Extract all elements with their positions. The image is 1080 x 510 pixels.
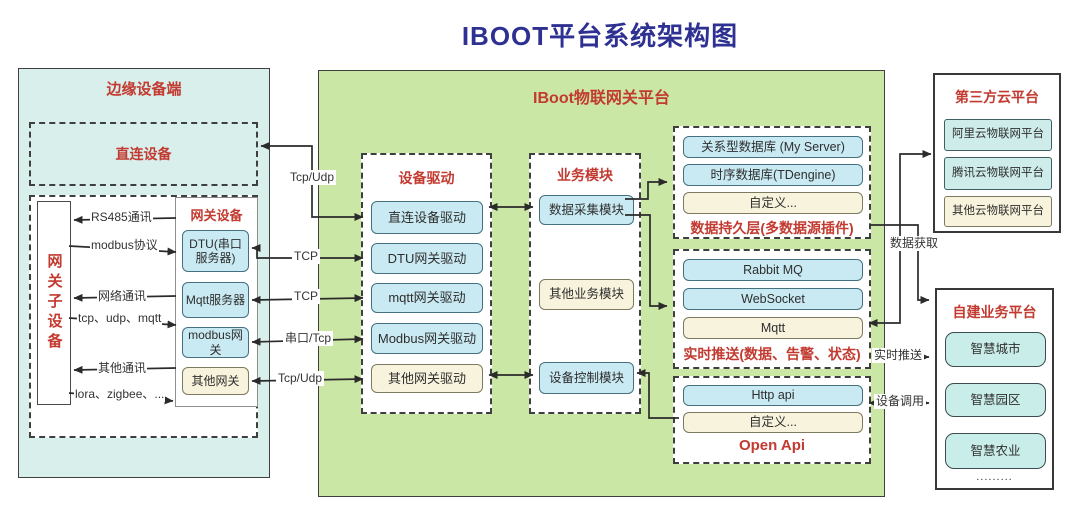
push-node-websocket: WebSocket: [683, 288, 863, 310]
third-party-cloud-panel: 第三方云平台 阿里云物联网平台 腾讯云物联网平台 其他云物联网平台: [933, 73, 1061, 233]
module-node-other-business: 其他业务模块: [539, 279, 634, 310]
openapi-group: Http api 自定义... Open Api: [673, 376, 871, 464]
link-label-other-comm: 其他通讯: [97, 361, 148, 376]
driver-node-direct: 直连设备驱动: [371, 201, 483, 234]
persistence-caption: 数据持久层(多数据源插件): [690, 220, 854, 236]
platform-title: IBoot物联网关平台: [533, 90, 670, 107]
device-driver-group: 设备驱动 直连设备驱动 DTU网关驱动 mqtt网关驱动 Modbus网关驱动 …: [361, 153, 492, 414]
driver-node-mqtt: mqtt网关驱动: [371, 283, 483, 313]
push-node-rabbitmq: Rabbit MQ: [683, 259, 863, 281]
link-label-network-comm: 网络通讯: [97, 289, 148, 304]
openapi-caption: Open Api: [738, 437, 806, 454]
third-party-title: 第三方云平台: [955, 89, 1039, 105]
driver-node-other: 其他网关驱动: [371, 364, 483, 393]
gateway-node-modbus: modbus网关: [182, 327, 249, 358]
cloud-node-tencent: 腾讯云物联网平台: [944, 157, 1052, 190]
module-node-data-collect: 数据采集模块: [539, 195, 634, 225]
business-node-smart-park: 智慧园区: [945, 383, 1046, 417]
cloud-node-other: 其他云物联网平台: [944, 196, 1052, 227]
link-label-modbus-protocol: modbus协议: [90, 238, 159, 253]
conn-label-realtime-push: 实时推送: [872, 348, 925, 363]
edge-device-panel: 边缘设备端 直连设备 网关子设备 网关设备 DTU(串口服务器) Mqtt服务器…: [18, 68, 270, 478]
gateway-device-group: 网关设备 DTU(串口服务器) Mqtt服务器 modbus网关 其他网关: [175, 197, 258, 407]
link-label-lora-zigbee: lora、zigbee、...: [74, 387, 166, 402]
driver-node-dtu: DTU网关驱动: [371, 243, 483, 274]
persist-node-timeseries-db: 时序数据库(TDengine): [683, 164, 863, 186]
gateway-node-mqtt: Mqtt服务器: [182, 282, 249, 318]
iboot-platform-panel: IBoot物联网关平台 设备驱动 直连设备驱动 DTU网关驱动 mqtt网关驱动…: [318, 70, 885, 497]
persist-node-relational-db: 关系型数据库 (My Server): [683, 136, 863, 158]
persist-node-custom: 自定义...: [683, 192, 863, 214]
module-node-device-control: 设备控制模块: [539, 362, 634, 394]
business-node-smart-city: 智慧城市: [945, 332, 1046, 367]
self-built-title: 自建业务平台: [952, 304, 1037, 320]
openapi-node-custom: 自定义...: [683, 412, 863, 433]
gateway-sub-device-box: 网关子设备: [37, 201, 71, 405]
push-node-mqtt: Mqtt: [683, 317, 863, 339]
cloud-node-aliyun: 阿里云物联网平台: [944, 119, 1052, 151]
gateway-node-dtu: DTU(串口服务器): [182, 230, 249, 272]
edge-panel-title: 边缘设备端: [106, 81, 182, 98]
conn-label-device-call: 设备调用: [874, 394, 927, 409]
business-module-group: 业务模块 数据采集模块 其他业务模块 设备控制模块: [529, 153, 641, 414]
self-built-business-panel: 自建业务平台 智慧城市 智慧园区 智慧农业 .........: [935, 288, 1054, 490]
link-label-rs485: RS485通讯: [90, 210, 153, 225]
direct-device-box: 直连设备: [29, 122, 258, 186]
business-node-smart-agriculture: 智慧农业: [945, 433, 1046, 469]
persistence-group: 关系型数据库 (My Server) 时序数据库(TDengine) 自定义..…: [673, 126, 871, 239]
link-label-tcp-udp-mqtt: tcp、udp、mqtt: [77, 311, 163, 326]
openapi-node-http: Http api: [683, 385, 863, 406]
driver-node-modbus: Modbus网关驱动: [371, 323, 483, 354]
conn-label-serial-tcp: 串口/Tcp: [283, 331, 334, 346]
direct-device-label: 直连设备: [115, 146, 172, 162]
conn-label-data-fetch: 数据获取: [888, 236, 941, 251]
business-module-title: 业务模块: [557, 167, 613, 183]
gateway-node-other: 其他网关: [182, 367, 249, 395]
business-more-dots: .........: [976, 471, 1013, 483]
realtime-push-caption: 实时推送(数据、告警、状态): [683, 346, 861, 362]
conn-label-other-tcp-udp: Tcp/Udp: [276, 371, 325, 386]
conn-label-mqtt-tcp: TCP: [292, 289, 320, 304]
device-driver-title: 设备驱动: [398, 170, 455, 186]
realtime-push-group: Rabbit MQ WebSocket Mqtt 实时推送(数据、告警、状态): [673, 249, 871, 369]
conn-label-dtu-tcp: TCP: [292, 249, 320, 264]
gateway-device-label: 网关设备: [190, 208, 243, 223]
page-title: IBOOT平台系统架构图: [461, 21, 739, 51]
conn-label-direct-tcp-udp: Tcp/Udp: [288, 170, 337, 185]
gateway-sub-device-label: 网关子设备: [45, 253, 63, 353]
